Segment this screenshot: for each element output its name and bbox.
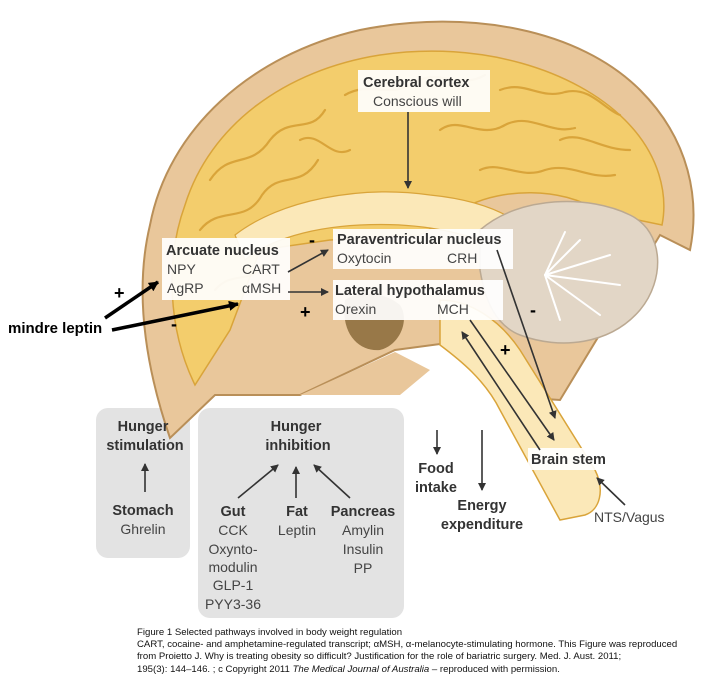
arcuate-cart: CART [242, 261, 280, 277]
lateral-mch: MCH [437, 301, 469, 317]
gut-item: modulin [208, 559, 257, 575]
pancreas-item: PP [354, 560, 373, 576]
stimulation-hormone: Ghrelin [120, 521, 165, 537]
inhibition-title-2: inhibition [265, 438, 330, 454]
pancreas-item: Amylin [342, 522, 384, 538]
stimulation-title-1: Hunger [118, 419, 169, 435]
arcuate-amsh: αMSH [242, 280, 281, 296]
sign-minus-left: - [171, 314, 177, 334]
leptin-arrows [104, 280, 239, 332]
hunger-inhibition-panel [198, 408, 404, 618]
inhibition-title-1: Hunger [271, 419, 322, 435]
caption-line: from Proietto J. Why is treating obesity… [137, 651, 622, 663]
gut-item: CCK [218, 522, 248, 538]
sign-plus-mid: + [300, 302, 311, 322]
pancreas-item: Insulin [343, 541, 383, 557]
arcuate-title: Arcuate nucleus [166, 243, 279, 259]
gut-item: Oxynto- [208, 541, 257, 557]
brainstem-box [528, 448, 616, 470]
paraventricular-box [333, 229, 513, 269]
arcuate-npy: NPY [167, 261, 196, 277]
paraventricular-oxytocin: Oxytocin [337, 250, 391, 266]
pathway-arrows [141, 112, 626, 506]
fat-title: Fat [286, 504, 308, 520]
sign-minus-right: - [530, 300, 536, 320]
hunger-stimulation-panel [96, 408, 190, 558]
gut-item: GLP-1 [213, 577, 254, 593]
neck [300, 352, 430, 395]
cortex-box [358, 70, 490, 112]
lateral-title: Lateral hypothalamus [335, 283, 485, 299]
gut-title: Gut [221, 504, 246, 520]
figure-caption: Figure 1 Selected pathways involved in b… [137, 627, 722, 676]
paraventricular-crh: CRH [447, 250, 477, 266]
food-label-1: Food [418, 461, 453, 477]
energy-label-1: Energy [457, 498, 506, 514]
energy-label-2: expenditure [441, 517, 523, 533]
paraventricular-title: Paraventricular nucleus [337, 232, 501, 248]
sign-minus-pvn: - [309, 230, 315, 250]
arcuate-agrp: AgRP [167, 280, 204, 296]
food-label-2: intake [415, 480, 457, 496]
nts-vagus-label: NTS/Vagus [594, 509, 665, 525]
leptin-annotation: mindre leptin [8, 320, 102, 337]
arcuate-box [162, 238, 290, 300]
fat-item: Leptin [278, 522, 316, 538]
sign-plus-left: + [114, 283, 125, 303]
stimulation-organ: Stomach [112, 503, 173, 519]
stimulation-title-2: stimulation [106, 438, 183, 454]
caption-line: CART, cocaine- and amphetamine-regulated… [137, 639, 678, 651]
cerebellum-branches [544, 231, 621, 321]
cortex-title: Cerebral cortex [363, 75, 469, 91]
caption-line: Figure 1 Selected pathways involved in b… [137, 627, 403, 638]
lateral-box [333, 280, 503, 320]
cortex-sub: Conscious will [373, 93, 462, 109]
lateral-orexin: Orexin [335, 301, 376, 317]
brainstem-title: Brain stem [531, 452, 606, 468]
pancreas-title: Pancreas [331, 504, 396, 520]
cerebellum [479, 200, 659, 344]
sign-plus-right: + [500, 340, 511, 360]
gut-item: PYY3-36 [205, 596, 261, 612]
caption-line: 195(3): 144–146. ; c Copyright 2011 The … [137, 663, 560, 675]
